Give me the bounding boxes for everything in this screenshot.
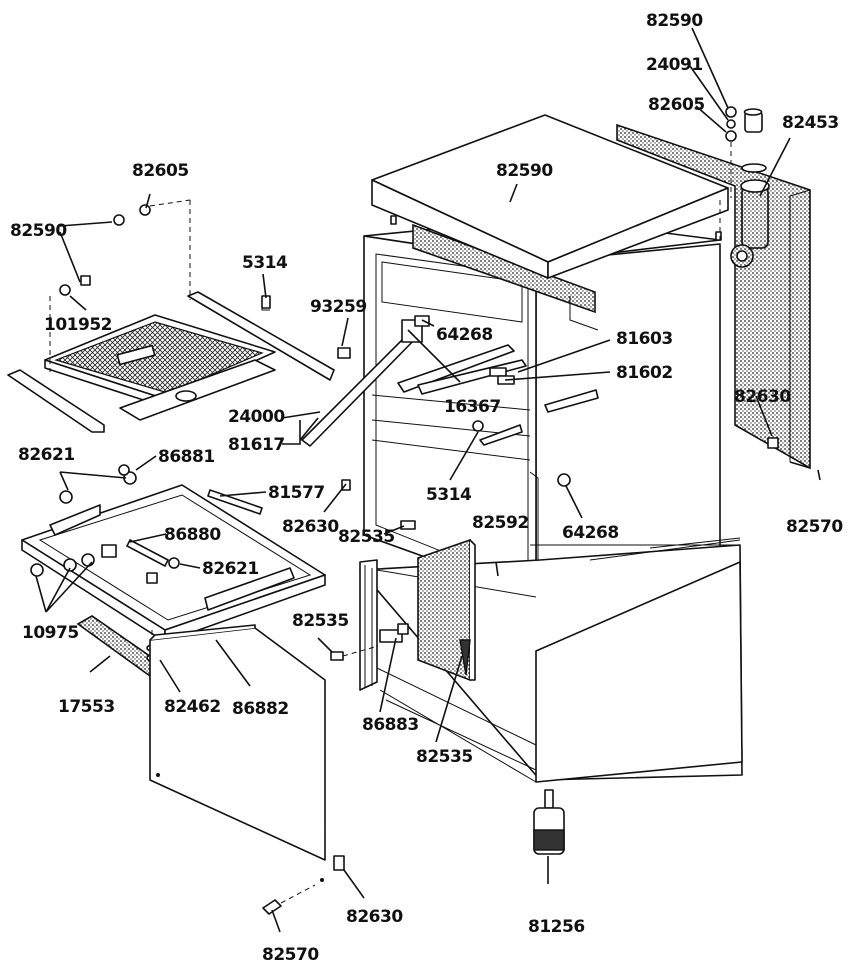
leader-lines bbox=[35, 27, 821, 933]
label-82590-left: 82590 bbox=[10, 221, 67, 241]
door-panel bbox=[149, 624, 326, 882]
grommet bbox=[743, 108, 763, 133]
label-16367: 16367 bbox=[444, 397, 501, 417]
door-screws bbox=[262, 855, 345, 915]
label-82592: 82592 bbox=[472, 513, 529, 533]
label-10975: 10975 bbox=[22, 623, 79, 643]
label-81617: 81617 bbox=[228, 435, 285, 455]
label-82570-right: 82570 bbox=[786, 517, 843, 537]
leveling-foot bbox=[533, 789, 565, 855]
label-17553: 17553 bbox=[58, 697, 115, 717]
label-82621-mid: 82621 bbox=[202, 559, 259, 579]
support-tray bbox=[119, 359, 276, 421]
door-hardware bbox=[30, 464, 263, 577]
label-81603: 81603 bbox=[616, 329, 673, 349]
mesh-basket bbox=[44, 314, 276, 409]
shelf-hardware bbox=[49, 199, 271, 372]
label-24000: 24000 bbox=[228, 407, 285, 427]
label-82535-mid: 82535 bbox=[338, 527, 395, 547]
cabinet-lid bbox=[371, 114, 729, 279]
right-rail bbox=[187, 291, 335, 381]
label-86880: 86880 bbox=[164, 525, 221, 545]
label-5314-mid: 5314 bbox=[426, 485, 472, 505]
label-64268-mid: 64268 bbox=[562, 523, 619, 543]
part-labels: 82590 24091 82605 82453 82605 82590 8259… bbox=[10, 11, 844, 965]
label-24091: 24091 bbox=[646, 55, 703, 75]
label-86883: 86883 bbox=[362, 715, 419, 735]
drain-elbow bbox=[730, 163, 770, 268]
label-86881: 86881 bbox=[158, 447, 215, 467]
label-82462: 82462 bbox=[164, 697, 221, 717]
label-86882: 86882 bbox=[232, 699, 289, 719]
label-82605-top: 82605 bbox=[648, 95, 705, 115]
label-82535-low: 82535 bbox=[292, 611, 349, 631]
label-93259: 93259 bbox=[310, 297, 367, 317]
label-81577: 81577 bbox=[268, 483, 325, 503]
label-82630-mid: 82630 bbox=[282, 517, 339, 537]
top-washers bbox=[725, 106, 737, 198]
left-rail bbox=[7, 369, 105, 433]
label-82590-mid: 82590 bbox=[496, 161, 553, 181]
label-82453: 82453 bbox=[782, 113, 839, 133]
label-82535-bot: 82535 bbox=[416, 747, 473, 767]
label-64268-top: 64268 bbox=[436, 325, 493, 345]
label-81256: 81256 bbox=[528, 917, 585, 937]
label-82605-left: 82605 bbox=[132, 161, 189, 181]
label-101952: 101952 bbox=[44, 315, 112, 335]
label-82630-right: 82630 bbox=[734, 387, 791, 407]
label-81602: 81602 bbox=[616, 363, 673, 383]
label-82630-bot: 82630 bbox=[346, 907, 403, 927]
base-mounting-plate bbox=[379, 538, 476, 682]
support-strut bbox=[301, 315, 430, 447]
label-82590-top: 82590 bbox=[646, 11, 703, 31]
label-5314-top: 5314 bbox=[242, 253, 288, 273]
label-82570-bot: 82570 bbox=[262, 945, 319, 965]
base-fasteners bbox=[330, 645, 379, 661]
label-82621-top: 82621 bbox=[18, 445, 75, 465]
